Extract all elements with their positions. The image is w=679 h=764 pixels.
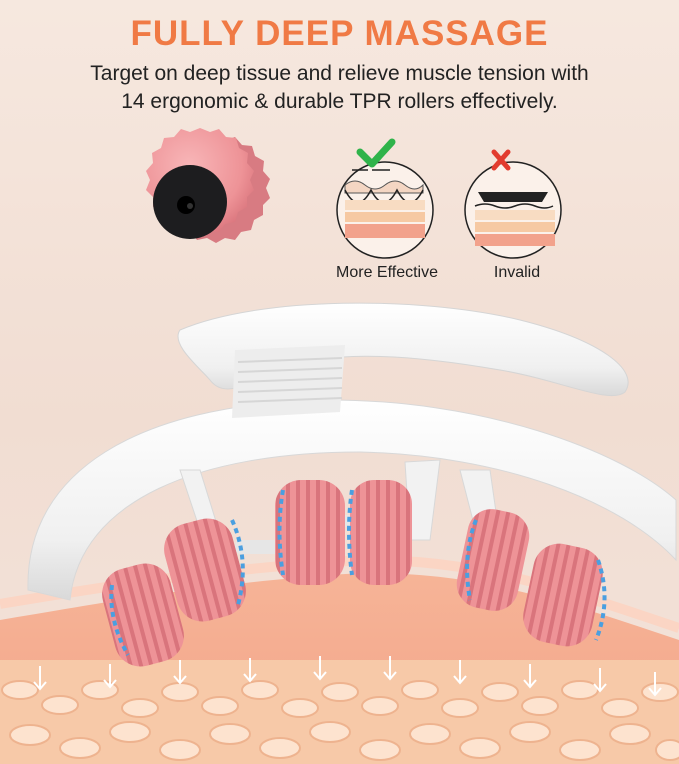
pressure-arrows [33, 656, 662, 697]
roller-pair-right [456, 509, 607, 647]
headline: FULLY DEEP MASSAGE [130, 14, 549, 53]
subheadline-line-2: 14 ergonomic & durable TPR rollers effec… [121, 90, 558, 113]
effective-label: More Effective [336, 264, 438, 281]
subheadline: Target on deep tissue and relieve muscle… [0, 60, 679, 116]
subheadline-line-1: Target on deep tissue and relieve muscle… [90, 62, 589, 85]
effective-comparison [336, 138, 434, 259]
roller-pair-center [275, 480, 412, 585]
roller-pair-left [102, 518, 246, 667]
invalid-comparison [464, 149, 562, 259]
cross-icon [491, 149, 511, 171]
invalid-label: Invalid [493, 264, 541, 281]
check-icon [356, 138, 396, 168]
single-roller-illustration [146, 128, 270, 243]
